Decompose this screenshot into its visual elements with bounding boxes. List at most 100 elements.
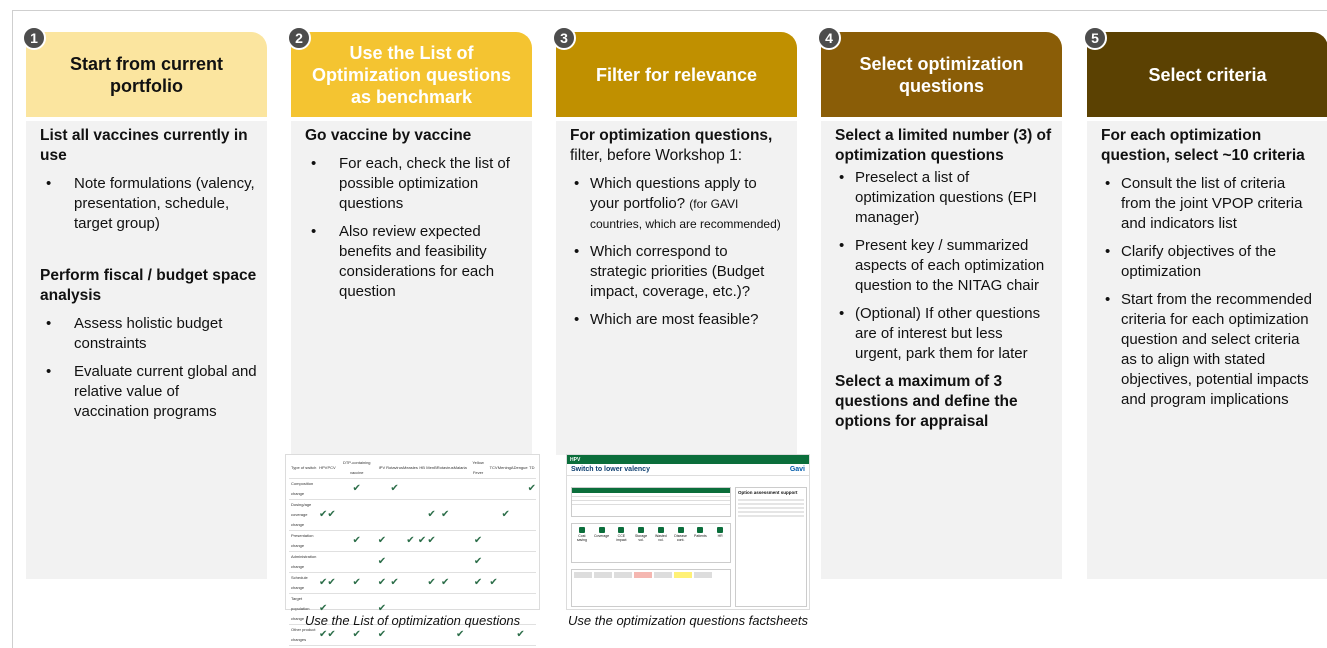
grid-cell (497, 593, 514, 625)
step-1-number-badge: 1 (22, 26, 46, 50)
step-1-title: Start from current portfolio (69, 53, 224, 96)
grid-row-label: Target population change (289, 593, 319, 625)
frame-top-border (12, 10, 1327, 11)
step-2-number-badge: 2 (287, 26, 311, 50)
list-item: (Optional) If other questions are of int… (835, 304, 1052, 364)
grid-column-header: MeningA (497, 458, 514, 479)
grid-cell (497, 478, 514, 500)
grid-row-label: Composition change (289, 478, 319, 500)
check-icon: ✔ (426, 572, 437, 594)
factsheet-thumbnail-caption: Use the optimization questions factsheet… (568, 613, 808, 628)
grid-cell (436, 530, 454, 552)
step-1-body: List all vaccines currently in use Note … (26, 126, 267, 430)
list-item: Start from the recommended criteria for … (1101, 290, 1318, 410)
check-icon: ✔ (335, 624, 378, 646)
step-1-section-1-list: Note formulations (valency, presentation… (40, 174, 257, 234)
grid-cell (513, 478, 528, 500)
check-icon: ✔ (386, 478, 403, 500)
check-icon: ✔ (319, 593, 328, 625)
check-icon: ✔ (489, 572, 498, 594)
grid-cell (466, 478, 490, 500)
check-icon: ✔ (327, 499, 336, 531)
grid-cell (513, 572, 528, 594)
grid-column-header: DTP-containing vaccine (335, 458, 378, 479)
list-item: Which correspond to strategic priorities… (570, 242, 787, 302)
check-icon: ✔ (513, 624, 528, 646)
grid-cell (403, 478, 418, 500)
grid-row: Target population change✔✔ (289, 593, 536, 625)
factsheet-tab: HPV (570, 456, 581, 463)
grid-cell (386, 593, 403, 625)
grid-cell (489, 593, 498, 625)
check-icon: ✔ (377, 624, 387, 646)
list-item: Evaluate current global and relative val… (40, 362, 257, 422)
grid-cell (335, 551, 378, 573)
factsheet-tab-bar: HPV (567, 455, 809, 464)
step-4-number-badge: 4 (817, 26, 841, 50)
grid-cell (386, 624, 403, 646)
grid-column-header: HB (417, 458, 427, 479)
grid-cell (453, 499, 467, 531)
step-3-number-badge: 3 (552, 26, 576, 50)
step-4-list: Preselect a list of optimization questio… (835, 168, 1052, 364)
grid-row-label: Presentation change (289, 530, 319, 552)
check-icon: ✔ (335, 478, 378, 500)
list-item: Clarify objectives of the optimization (1101, 242, 1318, 282)
grid-cell (426, 551, 437, 573)
step-5-body: For each optimization question, select ~… (1087, 126, 1327, 418)
grid-column-header: IPV (377, 458, 387, 479)
grid-cell (417, 572, 427, 594)
grid-column-header: Yellow Fever (466, 458, 490, 479)
factsheet-header: Switch to lower valency Gavi (567, 464, 809, 476)
grid-row-label: Administration change (289, 551, 319, 573)
step-3-body: For optimization questions, filter, befo… (556, 126, 797, 338)
list-item-note: (for GAVI countries, which are recommend… (590, 197, 781, 231)
factsheet-side-panel: Option assessment support (735, 487, 807, 607)
factsheet-metric-icon: Wasted vol. (652, 527, 670, 542)
factsheet-metric-icon: Disease cont. (672, 527, 690, 542)
list-item-text: Which questions apply to your portfolio? (590, 175, 757, 212)
step-2-header: Use the List of Optimization questions a… (291, 32, 532, 117)
grid-cell (466, 499, 490, 531)
grid-cell (436, 593, 454, 625)
grid-cell (319, 551, 328, 573)
factsheet-metric-icon: Cost saving (573, 527, 591, 542)
list-item: Preselect a list of optimization questio… (835, 168, 1052, 228)
grid-cell (453, 572, 467, 594)
grid-cell (386, 530, 403, 552)
list-item: Which are most feasible? (570, 310, 787, 330)
factsheet-table (571, 487, 731, 517)
step-2-column: Use the List of Optimization questions a… (291, 32, 532, 117)
grid-column-header: Malaria (453, 458, 467, 479)
factsheet-metric-icon: Coverage (593, 527, 611, 538)
check-icon: ✔ (497, 499, 514, 531)
step-5-number-badge: 5 (1083, 26, 1107, 50)
grid-cell (489, 478, 498, 500)
check-icon: ✔ (377, 530, 387, 552)
grid-cell (327, 478, 336, 500)
factsheet-title: Switch to lower valency (571, 466, 650, 473)
grid-cell (436, 624, 454, 646)
step-2-title: Use the List of Optimization questions a… (311, 42, 511, 107)
step-3-heading: For optimization questions, (570, 127, 773, 144)
check-icon: ✔ (377, 551, 387, 573)
check-icon: ✔ (403, 530, 418, 552)
grid-cell (489, 499, 498, 531)
grid-row-label: Schedule change (289, 572, 319, 594)
grid-cell (513, 593, 528, 625)
step-1-header: Start from current portfolio (26, 32, 267, 117)
step-4-heading: Select a limited number (3) of optimizat… (835, 127, 1052, 164)
step-2-heading: Go vaccine by vaccine (305, 127, 472, 144)
step-4-header: Select optimization questions (821, 32, 1062, 117)
grid-cell (319, 478, 328, 500)
factsheet-side-title: Option assessment support (738, 490, 798, 495)
grid-column-header: MenB (426, 458, 437, 479)
grid-cell (403, 572, 418, 594)
check-icon: ✔ (319, 624, 328, 646)
check-icon: ✔ (377, 593, 387, 625)
grid-cell (513, 530, 528, 552)
list-item-text: Which correspond to strategic priorities… (590, 243, 765, 300)
step-1-column: Start from current portfolio (26, 32, 267, 117)
check-icon: ✔ (436, 499, 454, 531)
